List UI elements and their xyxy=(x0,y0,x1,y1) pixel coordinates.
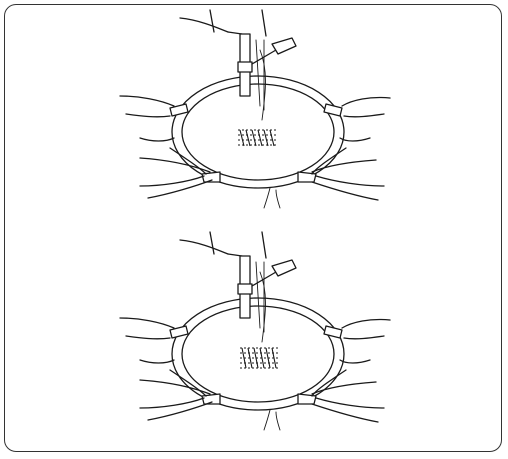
hoop-tab-bottom-right xyxy=(298,394,316,404)
thread-guide xyxy=(272,260,296,276)
thread-guide xyxy=(272,38,296,54)
hoop-tab-bottom-right xyxy=(298,172,316,182)
hoop-inner xyxy=(182,306,334,402)
embroidery-hoop-illustration-bottom xyxy=(100,232,410,432)
embroidery-hoop-illustration-top xyxy=(100,10,410,210)
